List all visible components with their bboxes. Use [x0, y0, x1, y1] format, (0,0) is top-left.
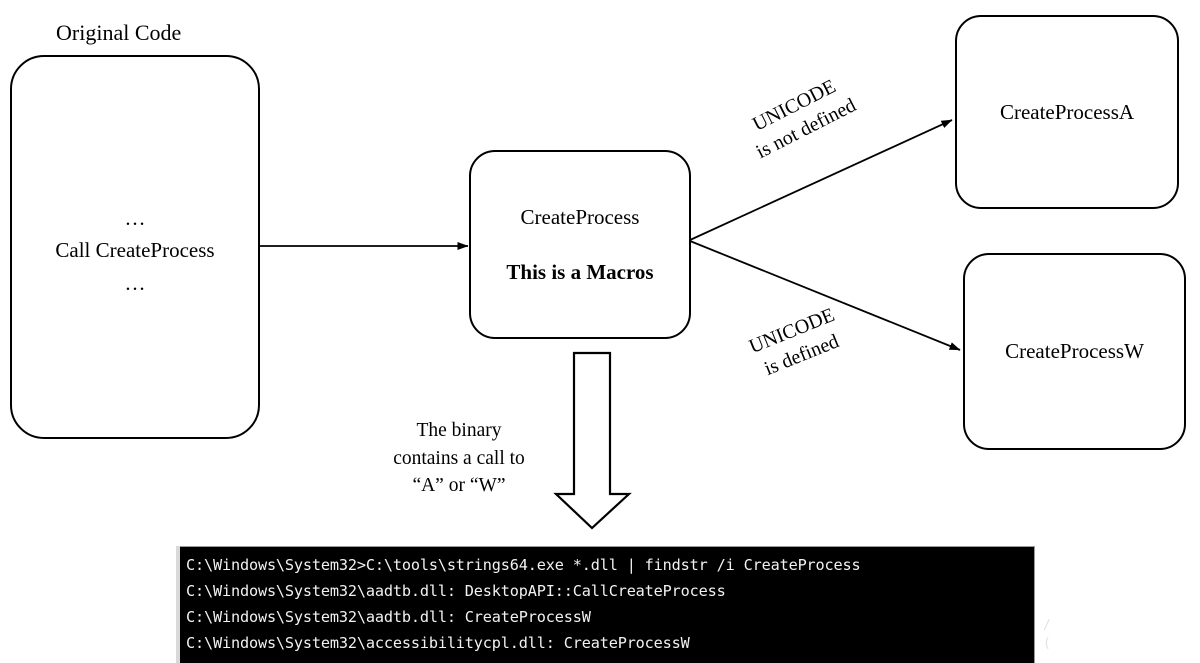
original-code-lines: … Call CreateProcess …: [12, 202, 258, 299]
binary-note-line-3: “A” or “W”: [412, 475, 506, 497]
edge-macro-to-createprocessa: [689, 119, 953, 241]
binary-note: The binary contains a call to “A” or “W”: [368, 417, 550, 500]
original-code-line-3: …: [124, 270, 146, 295]
terminal-line-result-3: C:\Windows\System32\accessibilitycpl.dll…: [186, 634, 690, 652]
macro-note: This is a Macros: [506, 259, 654, 284]
binary-note-line-2: contains a call to: [393, 447, 525, 469]
createprocessw-label: CreateProcessW: [1005, 339, 1144, 364]
binary-note-line-1: The binary: [416, 420, 502, 441]
terminal-line-command: C:\Windows\System32>C:\tools\strings64.e…: [186, 556, 861, 574]
node-createprocessa: CreateProcessA: [955, 15, 1179, 209]
createprocessa-label: CreateProcessA: [999, 99, 1135, 124]
node-createprocessw: CreateProcessW: [963, 253, 1186, 450]
node-createprocess-macro: CreateProcess This is a Macros: [469, 150, 691, 339]
terminal-ghost-mark-1: /: [1043, 618, 1051, 633]
edge-label-unicode-not-defined: UNICODE is not defined: [740, 70, 860, 165]
original-code-line-2: Call CreateProcess: [55, 238, 215, 263]
edge-label-unicode-defined: UNICODE is defined: [746, 303, 849, 384]
original-code-line-1: …: [124, 206, 146, 230]
terminal-output[interactable]: C:\Windows\System32>C:\tools\strings64.e…: [180, 546, 1035, 663]
original-code-caption: Original Code: [56, 20, 182, 45]
terminal-line-result-2: C:\Windows\System32\aadtb.dll: CreatePro…: [186, 608, 591, 626]
macro-name: CreateProcess: [520, 205, 640, 230]
block-arrow-down: [553, 351, 632, 530]
terminal-line-result-1: C:\Windows\System32\aadtb.dll: DesktopAP…: [186, 582, 726, 600]
node-original-code: … Call CreateProcess …: [10, 55, 260, 439]
terminal-ghost-mark-2: (: [1043, 636, 1051, 651]
